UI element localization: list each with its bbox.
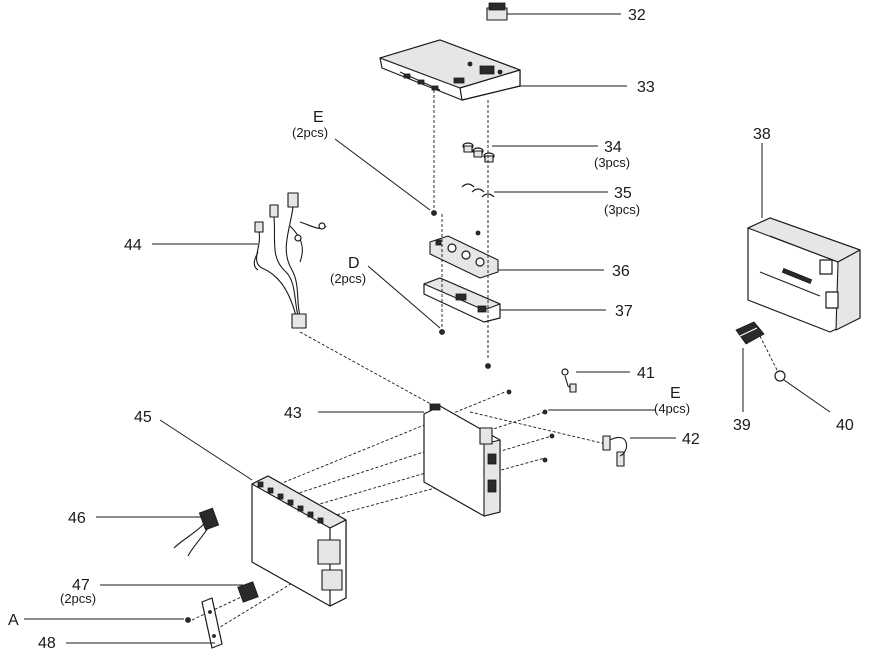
- label-E-right: E: [670, 385, 681, 402]
- label-40: 40: [836, 417, 854, 434]
- label-45: 45: [134, 409, 152, 426]
- part-36-terminal-block: [429, 235, 499, 279]
- label-E-top-qty: (2pcs): [292, 125, 328, 140]
- part-46-plug: [173, 507, 220, 557]
- part-42-wire-loop: [602, 435, 628, 467]
- part-32-knob: [486, 2, 508, 21]
- label-D-qty: (2pcs): [330, 271, 366, 286]
- label-47-qty: (2pcs): [60, 591, 96, 606]
- label-A: A: [8, 612, 19, 629]
- part-45-main-housing: [251, 475, 347, 607]
- label-41: 41: [637, 365, 655, 382]
- label-32: 32: [628, 7, 646, 24]
- label-D: D: [348, 255, 360, 272]
- label-44: 44: [124, 237, 142, 254]
- label-35-qty: (3pcs): [604, 202, 640, 217]
- screws: [185, 210, 555, 623]
- label-34-qty: (3pcs): [594, 155, 630, 170]
- label-43: 43: [284, 405, 302, 422]
- part-35-clips: [461, 183, 495, 198]
- part-48-plate: [201, 597, 223, 649]
- part-33-control-panel: [379, 39, 521, 101]
- part-37-bracket: [423, 277, 501, 323]
- label-36: 36: [612, 263, 630, 280]
- part-39-connector: [735, 321, 765, 345]
- part-44-wire-harness: [253, 192, 327, 329]
- label-35: 35: [614, 185, 632, 202]
- label-33: 33: [637, 79, 655, 96]
- label-E-top: E: [313, 109, 324, 126]
- label-39: 39: [733, 417, 751, 434]
- label-47: 47: [72, 577, 90, 594]
- part-40-clip: [759, 335, 786, 382]
- label-34: 34: [604, 139, 622, 156]
- part-34-grommets: [462, 142, 495, 163]
- part-41-lead: [561, 368, 577, 393]
- part-47-connector: [237, 581, 259, 603]
- label-38: 38: [753, 126, 771, 143]
- leader-lines: [24, 13, 831, 644]
- label-37: 37: [615, 303, 633, 320]
- callout-labels: 32 33 34 (3pcs) 35 (3pcs) 36 37 38 39 40…: [8, 7, 854, 652]
- part-38-side-housing: [747, 217, 861, 333]
- label-46: 46: [68, 510, 86, 527]
- housing-terminals: [257, 481, 324, 524]
- label-48: 48: [38, 635, 56, 652]
- part-43-control-board: [423, 403, 501, 517]
- label-E-right-qty: (4pcs): [654, 401, 690, 416]
- label-42: 42: [682, 431, 700, 448]
